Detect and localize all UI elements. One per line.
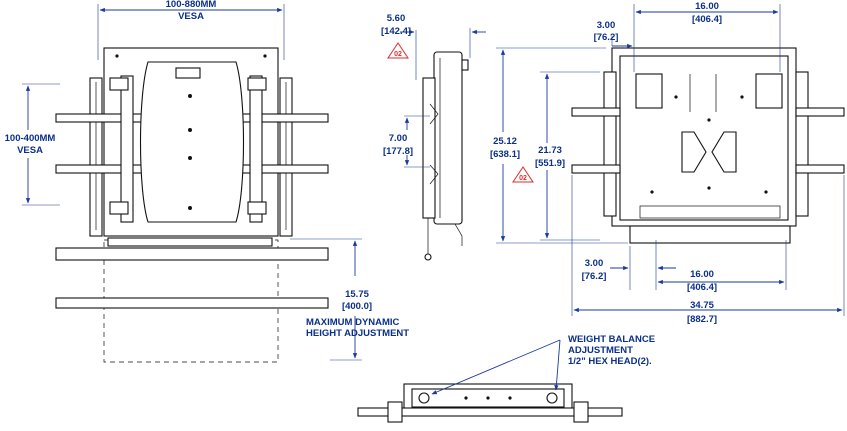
top-offset-mm: [76.2] — [594, 32, 619, 43]
rear-right-cutout — [711, 131, 737, 173]
side-rail — [433, 51, 463, 225]
rear-right-rail — [795, 71, 809, 217]
depth-mm: [142.4] — [381, 26, 411, 37]
center-plate — [139, 61, 245, 223]
rear-left-bracket — [635, 73, 663, 109]
side-hooks — [429, 103, 439, 185]
rear-left-rail — [603, 71, 617, 217]
rear-right-lower-arm — [795, 164, 845, 174]
height-adjust-caption-1: MAXIMUM DYNAMIC — [306, 317, 400, 328]
inner-height-in: 21.73 — [538, 145, 562, 156]
callout-line-1: WEIGHT BALANCE — [568, 334, 655, 345]
revision-triangle-height — [512, 166, 534, 183]
revision-label-height: 02 — [519, 175, 527, 182]
height-adjust-in: 15.75 — [345, 289, 369, 300]
vesa-vertical-label: 100-400MM — [5, 133, 56, 144]
vesa-horizontal-unit: VESA — [178, 11, 204, 22]
depth-in: 5.60 — [387, 13, 406, 24]
slot-mm: [177.8] — [383, 146, 413, 157]
top-offset-in: 3.00 — [597, 20, 616, 31]
right-hex-head — [546, 392, 558, 404]
slot-in: 7.00 — [389, 133, 408, 144]
bottom-width-in: 16.00 — [690, 269, 714, 280]
vesa-vertical-unit: VESA — [17, 145, 43, 156]
phantom-crossbar-upper — [55, 247, 329, 261]
rear-left-upper-arm — [571, 107, 621, 117]
rear-lower-ledge — [639, 205, 781, 219]
bottom-width-mm: [406.4] — [687, 282, 717, 293]
side-stop-top — [461, 59, 469, 71]
height-adjust-caption-2: HEIGHT ADJUSTMENT — [306, 328, 409, 339]
bottom-left-bracket — [387, 401, 403, 423]
total-height-mm: [638.1] — [490, 149, 520, 160]
rear-bottom-tray — [629, 225, 791, 244]
rear-right-upper-arm — [795, 107, 845, 117]
side-view: 5.60 [142.4] 02 7.00 [177.8] — [381, 13, 486, 261]
bottom-offset-in: 3.00 — [585, 258, 604, 269]
overall-width-mm: [882.7] — [687, 314, 717, 325]
rear-holes — [650, 95, 768, 194]
total-height-in: 25.12 — [493, 136, 517, 147]
label-plate — [175, 67, 201, 79]
vesa-horizontal-label: 100-880MM — [166, 0, 217, 10]
side-bracket — [422, 77, 436, 219]
bottom-right-bracket — [573, 401, 589, 423]
top-width-in: 16.00 — [695, 1, 719, 12]
right-vesa-bracket — [249, 75, 263, 223]
top-width-mm: [406.4] — [692, 14, 722, 25]
inner-height-mm: [551.9] — [535, 158, 565, 169]
rear-right-bracket — [755, 73, 783, 109]
callout-line-2: ADJUSTMENT — [568, 345, 633, 356]
rear-left-lower-arm — [571, 164, 621, 174]
overall-width-in: 34.75 — [690, 300, 714, 311]
phantom-crossbar-lower — [55, 297, 329, 309]
bottom-arm — [357, 407, 623, 417]
mounting-holes — [115, 54, 267, 210]
side-cable-end — [424, 253, 432, 261]
revision-triangle-depth — [387, 42, 409, 59]
rear-left-cutout — [681, 131, 707, 173]
height-adjust-mm: [400.0] — [342, 301, 372, 312]
revision-label-depth: 02 — [394, 51, 402, 58]
bottom-holes — [464, 396, 512, 400]
corner-pads — [109, 77, 267, 215]
bottom-tray — [107, 237, 273, 247]
callout-leader-right — [554, 339, 561, 391]
callout-line-3: 1/2" HEX HEAD(2). — [568, 356, 652, 367]
callout-leader-left — [431, 339, 561, 395]
side-foot — [454, 223, 463, 246]
left-vesa-bracket — [120, 75, 134, 223]
bottom-view: WEIGHT BALANCE ADJUSTMENT 1/2" HEX HEAD(… — [357, 334, 655, 423]
left-hex-head — [418, 392, 430, 404]
front-view: 100-880MM VESA 100-400MM VESA 15.75 [400… — [5, 0, 409, 363]
rear-view: 16.00 [406.4] 3.00 [76.2] 25.12 [638.1] … — [490, 1, 845, 325]
bottom-offset-mm: [76.2] — [582, 271, 607, 282]
